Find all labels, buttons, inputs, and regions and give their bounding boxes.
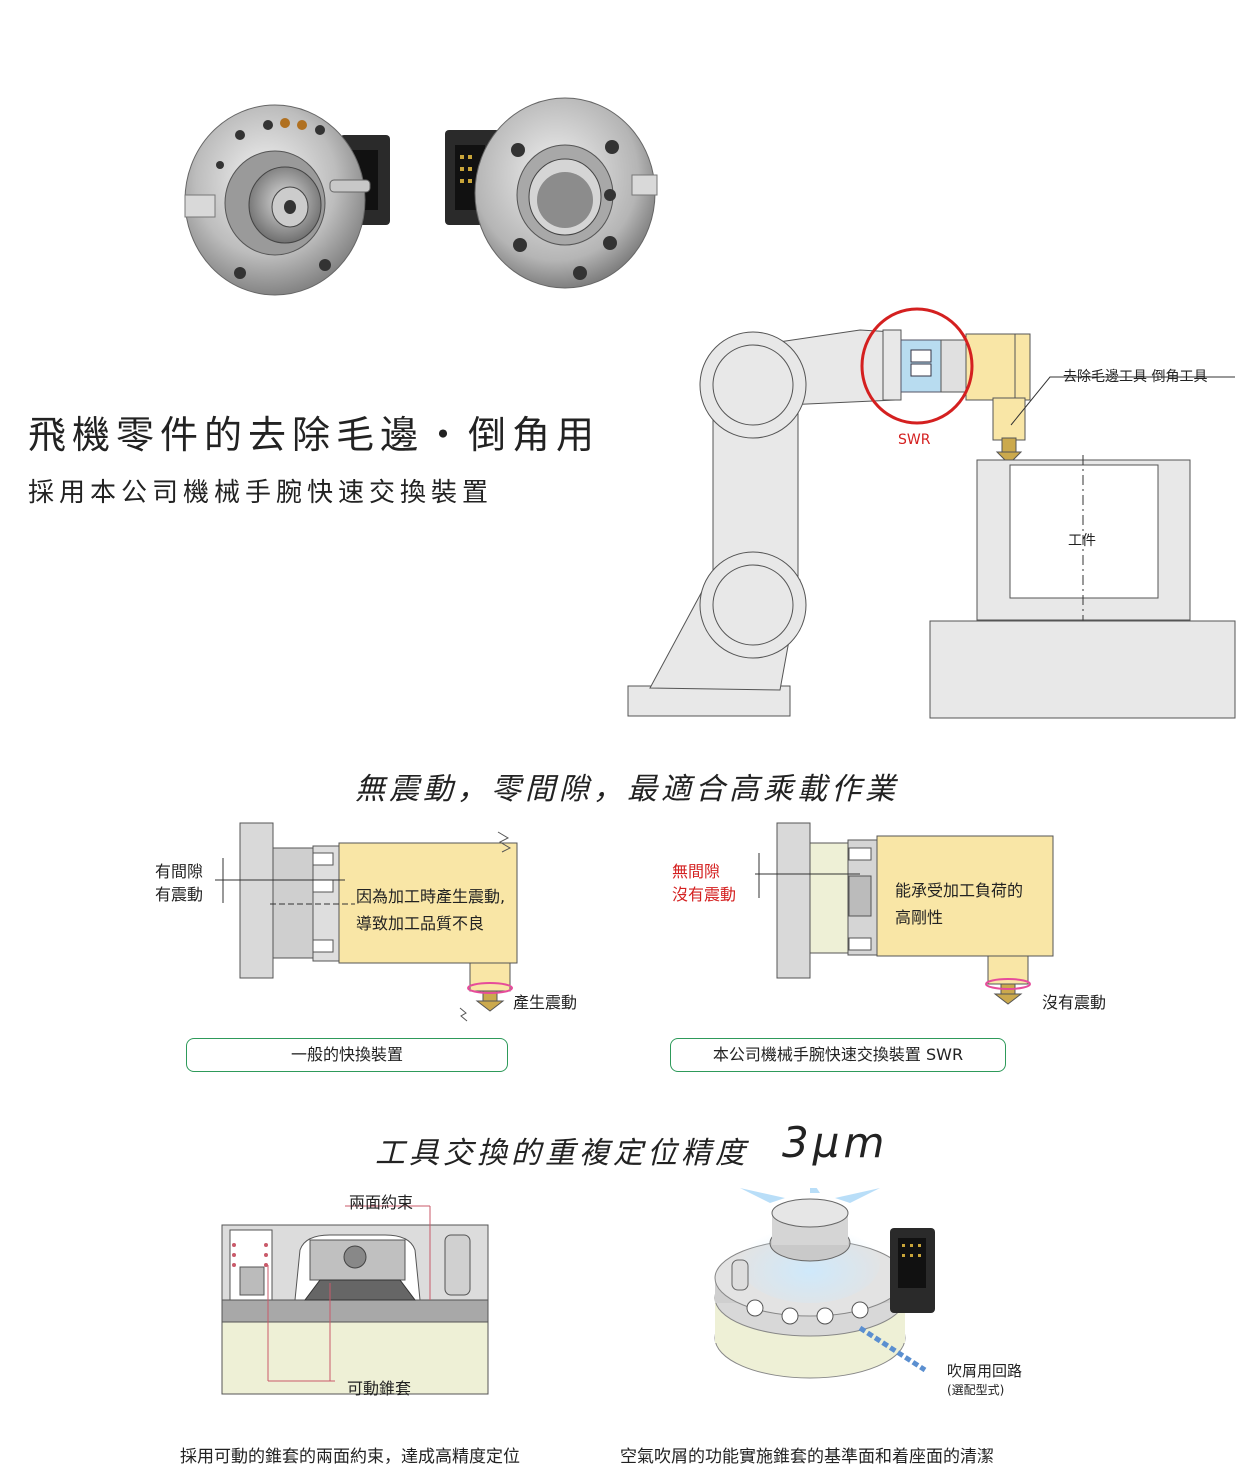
tool-label: 去除毛邊工具 倒角工具 <box>1063 369 1208 385</box>
right-side-label-1: 無間隙 <box>672 862 721 881</box>
left-side-label-1: 有間隙 <box>155 862 204 881</box>
right-side-label-2: 沒有震動 <box>672 885 737 904</box>
right-footer: 空氣吹屑的功能實施錐套的基準面和着座面的清潔 <box>620 1447 994 1467</box>
right-box-text-2: 高剛性 <box>895 908 944 927</box>
air-blow-illustration <box>710 1178 960 1408</box>
hero-title: 飛機零件的去除毛邊・倒角用 <box>28 413 601 457</box>
air-circuit-label: 吹屑用回路 <box>947 1362 1023 1380</box>
right-bottom-label: 沒有震動 <box>1042 993 1107 1012</box>
left-box-text-2: 導致加工品質不良 <box>356 914 485 933</box>
hero-subtitle: 採用本公司機械手腕快速交換裝置 <box>28 478 494 508</box>
section2-value: 3μm <box>782 1118 889 1167</box>
left-box-text-1: 因為加工時產生震動, <box>356 887 506 906</box>
product-photo-back <box>440 95 660 295</box>
section1-title: 無震動，零間隙，最適合高乘載作業 <box>355 772 899 807</box>
robot-arm-diagram <box>625 300 1240 720</box>
swr-diagram <box>745 818 1095 1028</box>
left-side-label-2: 有震動 <box>155 885 204 904</box>
product-photo-front <box>180 95 410 305</box>
air-circuit-sublabel: (選配型式) <box>947 1383 1005 1397</box>
conventional-changer-diagram <box>205 818 545 1028</box>
section2-title: 工具交換的重複定位精度 <box>375 1136 749 1171</box>
workpiece-label: 工件 <box>1068 533 1096 549</box>
right-box-text-1: 能承受加工負荷的 <box>895 881 1024 900</box>
left-bottom-label: 產生震動 <box>513 993 578 1012</box>
top-label: 兩面約束 <box>349 1193 414 1212</box>
bottom-label: 可動錐套 <box>347 1379 412 1398</box>
taper-cross-section-diagram <box>220 1205 490 1395</box>
left-caption: 一般的快換裝置 <box>186 1038 508 1072</box>
swr-label: SWR <box>898 432 931 448</box>
right-caption: 本公司機械手腕快速交換裝置 SWR <box>670 1038 1006 1072</box>
left-footer: 採用可動的錐套的兩面約束，達成高精度定位 <box>180 1447 520 1467</box>
